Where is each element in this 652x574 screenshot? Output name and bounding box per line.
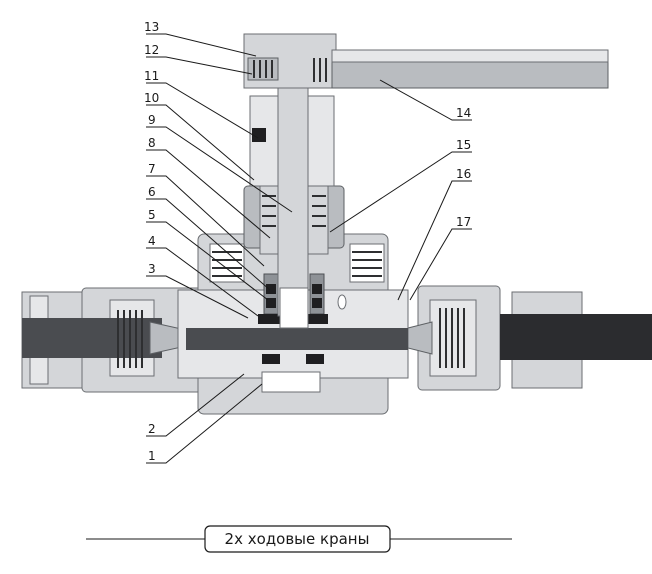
callout-15: 15	[456, 138, 471, 152]
callout-2: 2	[148, 422, 156, 436]
callout-6: 6	[148, 185, 156, 199]
lever-handle	[331, 49, 609, 89]
callout-17: 17	[456, 215, 471, 229]
callout-8: 8	[148, 136, 156, 150]
stem-tip	[279, 287, 309, 329]
callout-16: 16	[456, 167, 471, 181]
callout-numbers: 1 2 3 4 5 6 7 8 9 10 11 12 13 14 15 16 1…	[144, 20, 471, 463]
set-screw-thread	[253, 58, 327, 82]
bonnet	[243, 95, 345, 255]
mounting-hole-right	[349, 243, 385, 283]
right-thread	[439, 308, 465, 368]
callout-14: 14	[456, 106, 471, 120]
callout-11: 11	[144, 69, 159, 83]
left-fitting-nut	[21, 287, 203, 393]
callout-1: 1	[148, 449, 156, 463]
handle-head	[243, 33, 337, 89]
callout-7: 7	[148, 162, 156, 176]
callout-4: 4	[148, 234, 156, 248]
bonnet-thread	[262, 195, 326, 227]
valve-body	[177, 233, 409, 415]
valve-drawing	[21, 33, 652, 415]
callout-3: 3	[148, 262, 156, 276]
callout-10: 10	[144, 91, 159, 105]
callout-leaders	[146, 33, 472, 464]
mounting-hole-left	[209, 243, 245, 283]
caption-group: 2х ходовые краны	[86, 525, 512, 553]
left-thread	[117, 310, 143, 368]
caption-text: 2х ходовые краны	[225, 530, 370, 548]
callout-5: 5	[148, 208, 156, 222]
callout-12: 12	[144, 43, 159, 57]
callout-9: 9	[148, 113, 156, 127]
seat-seals	[258, 314, 328, 364]
callout-13: 13	[144, 20, 159, 34]
caption-box	[204, 525, 391, 553]
right-fitting-nut	[399, 285, 652, 391]
